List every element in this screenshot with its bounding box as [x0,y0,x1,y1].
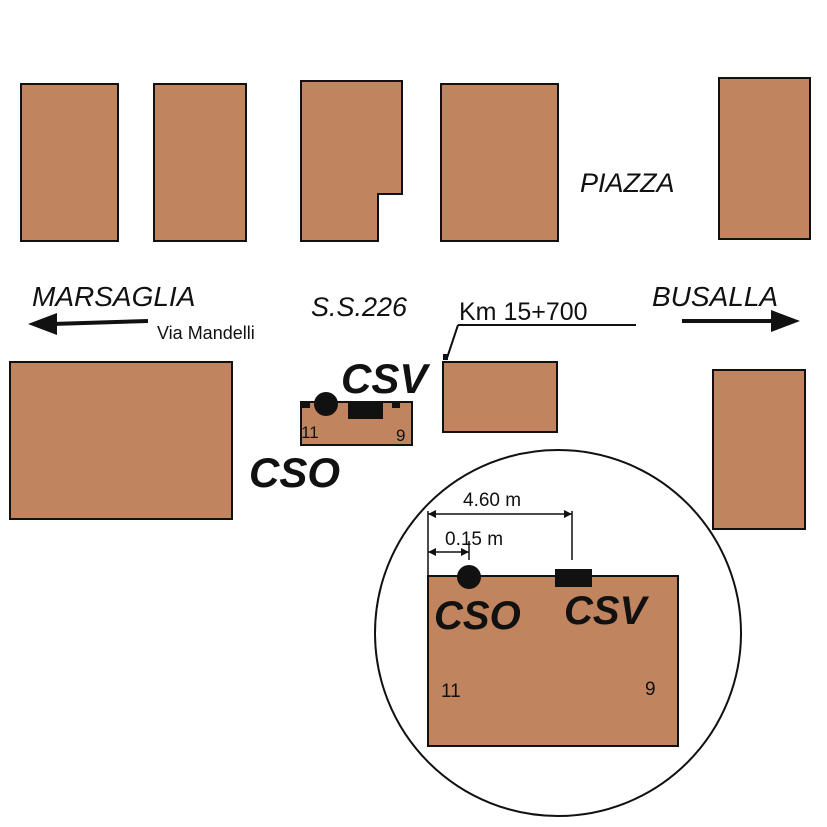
building-bottom-left [9,361,233,520]
marsaglia-label: MARSAGLIA [32,281,195,312]
building-top-1 [20,83,119,242]
detail-inset: 4.60 m 0.15 m CSO CSV 11 9 [374,449,742,817]
csv-marker-icon [348,402,383,419]
building-top-4 [440,83,559,242]
km-leader-line [443,324,636,360]
dimension-total-label: 4.60 m [463,490,521,511]
dimension-offset-label: 0.15 m [445,529,503,550]
detail-house-number-11: 11 [441,681,461,702]
marker-left-small [301,402,310,408]
house-number-9: 9 [396,426,405,445]
house-number-11: 11 [301,423,319,442]
building-bottom-middle [442,361,558,433]
building-top-3 [300,80,403,242]
detail-csv-label: CSV [564,589,650,633]
busalla-label: BUSALLA [652,281,778,312]
dimension-offset [428,541,470,560]
arrow-left-icon [28,313,149,335]
road-label: S.S.226 [311,292,408,322]
detail-house-number-9: 9 [645,679,656,700]
csv-label: CSV [341,355,430,402]
detail-building [427,575,679,747]
piazza-label: PIAZZA [580,168,675,198]
detail-cso-label: CSO [434,594,521,638]
via-mandelli-label: Via Mandelli [157,323,255,343]
dimension-total [427,510,573,576]
detail-cso-marker-icon [457,565,481,589]
building-top-2 [153,83,247,242]
marker-right-small [392,402,400,408]
building-bottom-right [712,369,806,530]
detail-csv-marker-icon [555,569,592,587]
cso-label: CSO [249,449,340,496]
cso-marker-icon [314,392,338,416]
km-label: Km 15+700 [459,298,588,326]
arrow-right-icon [682,310,800,332]
building-top-5 [718,77,811,240]
